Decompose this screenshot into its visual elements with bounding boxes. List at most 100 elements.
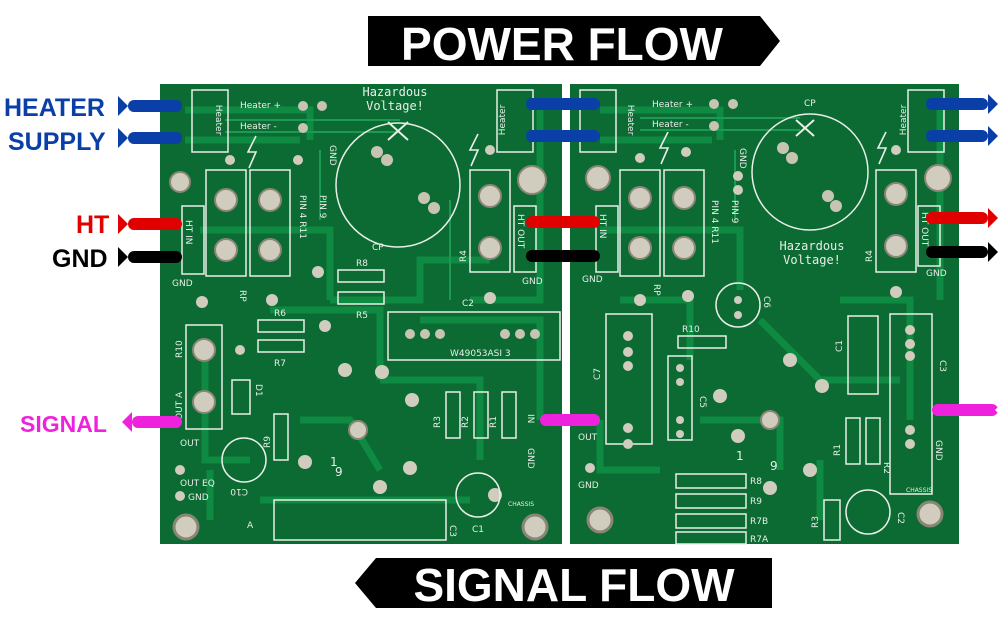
left-d1-body <box>231 379 251 415</box>
right-gnd-right: GND <box>926 269 947 279</box>
right-r1-label: R1 <box>833 444 843 456</box>
right-c7-label: C7 <box>593 368 603 380</box>
heater-arrowhead <box>118 128 128 148</box>
right-pad-large <box>924 164 952 192</box>
gnd-wire-body <box>128 251 182 263</box>
left-hv-bolt-icon <box>246 135 258 169</box>
left-r8-body <box>337 269 385 283</box>
left-pad-large <box>192 338 216 362</box>
right-pad-large <box>672 236 696 260</box>
left-board-fine-traces <box>225 119 451 300</box>
gnd-wire-left <box>118 247 182 267</box>
out-heater-arrowhead-1 <box>988 94 998 114</box>
left-pad <box>319 320 331 332</box>
right-r1-body <box>845 417 861 465</box>
right-pad <box>731 429 745 443</box>
right-r9-body <box>675 493 747 509</box>
right-c1-block <box>847 315 879 395</box>
left-pad <box>175 465 185 475</box>
right-pad <box>786 152 798 164</box>
right-wires <box>926 94 1005 420</box>
right-r8-label: R8 <box>750 477 762 487</box>
right-r4-label: R4 <box>865 250 875 262</box>
right-cp-capacitor <box>751 113 869 231</box>
right-chassis-label: CHASSIS <box>906 487 932 494</box>
left-r4-block <box>469 169 511 273</box>
right-pad <box>682 290 694 302</box>
right-pad <box>728 99 738 109</box>
right-heater-block-left <box>579 89 617 153</box>
left-part-number: W49053ASI 3 <box>450 349 511 359</box>
left-r3-label: R3 <box>433 416 443 428</box>
right-mounting-hole <box>916 500 944 528</box>
left-pad <box>373 480 387 494</box>
signal-arrowhead <box>122 412 132 432</box>
right-pad-large <box>760 410 780 430</box>
left-gnd-out: GND <box>188 493 209 503</box>
right-num-9: 9 <box>770 459 778 473</box>
left-ht-in-block <box>181 205 205 275</box>
left-num-1: 1 <box>330 455 338 469</box>
right-pad <box>891 145 901 155</box>
right-c1-label: C1 <box>835 340 845 352</box>
right-r3-body <box>823 499 841 541</box>
left-pad <box>375 365 389 379</box>
left-mounting-hole <box>521 513 549 541</box>
right-pad <box>822 190 834 202</box>
out-ht-wire <box>926 212 988 224</box>
left-part-pads <box>405 329 540 339</box>
right-pad-large <box>672 186 696 210</box>
left-pin4-r11: PIN 4 R11 <box>297 195 307 239</box>
left-wires <box>118 96 182 432</box>
left-pad <box>225 155 235 165</box>
right-pad <box>905 339 915 349</box>
left-pad <box>488 488 502 502</box>
left-heater-text-right: Heater <box>498 104 508 135</box>
left-pad <box>403 461 417 475</box>
left-pad <box>428 202 440 214</box>
right-r7b-label: R7B <box>750 517 768 527</box>
left-socket-outline <box>273 499 447 541</box>
left-pad <box>484 292 496 304</box>
right-heater-plus: Heater + <box>652 100 693 110</box>
right-r4-block <box>875 169 917 273</box>
left-out-label: OUT <box>180 439 200 449</box>
left-pcb: Heater Heater Heater + Heater - Hazardou… <box>160 84 562 544</box>
right-pad <box>585 463 595 473</box>
left-d1-label: D1 <box>253 384 263 397</box>
right-cp-label: CP <box>804 99 816 109</box>
left-pad <box>317 101 327 111</box>
right-heater-block-right <box>907 89 945 153</box>
right-c5-block <box>667 355 693 441</box>
left-r5-label: R5 <box>356 311 368 321</box>
left-cp-label: CP <box>372 243 384 253</box>
left-chassis-label: CHASSIS <box>508 501 534 508</box>
left-pad-large <box>169 171 191 193</box>
right-pad <box>905 351 915 361</box>
right-pad <box>623 361 633 371</box>
left-r4-label: R4 <box>459 250 469 262</box>
right-r10-body <box>677 335 727 349</box>
left-mounting-hole <box>172 513 200 541</box>
out-heater-wire-2 <box>926 130 988 142</box>
left-ht-in-label: HT IN <box>183 220 193 245</box>
right-r7a-body <box>675 531 747 545</box>
right-pad <box>783 353 797 367</box>
right-mounting-hole <box>586 506 614 534</box>
right-hv-bolt-icon <box>658 131 670 165</box>
right-hv-bolt-icon-2 <box>876 131 888 165</box>
left-r5-body <box>337 291 385 305</box>
left-pad <box>196 296 208 308</box>
right-rp-block-b <box>663 169 705 277</box>
right-rp-label: RP <box>651 284 661 296</box>
left-pad <box>338 363 352 377</box>
heater-wire-2 <box>118 128 182 148</box>
signal-label: SIGNAL <box>20 411 107 437</box>
ht-label: HT <box>76 211 109 239</box>
left-out-a-label: OUT A <box>175 391 185 420</box>
right-heater-minus: Heater - <box>652 120 689 130</box>
out-gnd-wire <box>926 246 988 258</box>
heater-wire-body <box>128 132 182 144</box>
